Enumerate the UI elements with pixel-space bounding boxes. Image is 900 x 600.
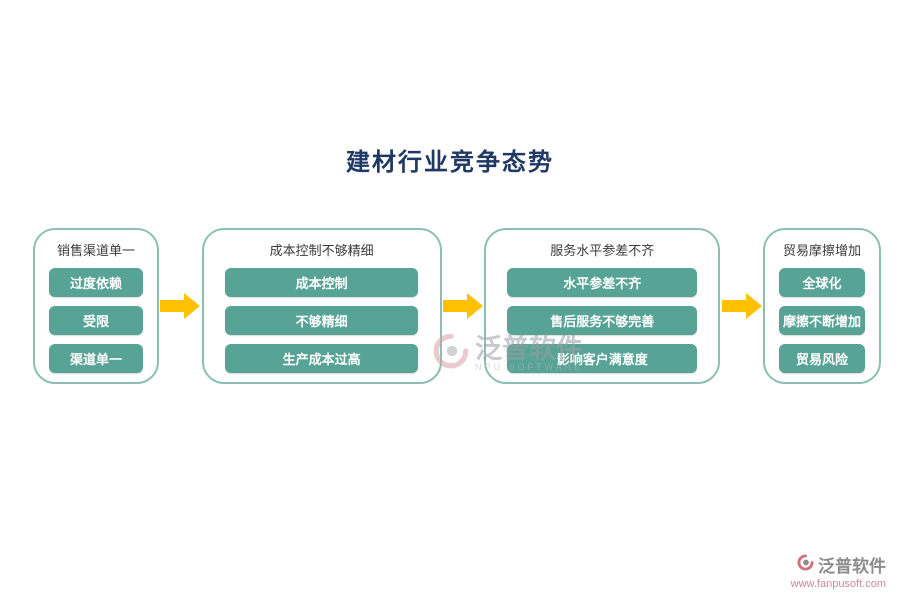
stage-item: 过度依赖 [49,268,143,297]
stage-box-header: 成本控制不够精细 [269,243,374,258]
stage-box-service-level: 服务水平参差不齐 水平参差不齐 售后服务不够完善 影响客户满意度 [484,228,721,384]
watermark-footer: 泛普软件 www.fanpusoft.com [791,552,886,590]
stage-item: 不够精细 [224,306,419,335]
stage-box-trade-friction: 贸易摩擦增加 全球化 摩擦不断增加 贸易风险 [762,228,881,384]
arrow-right-icon [160,291,200,321]
footer-brand: 泛普软件 [818,557,886,576]
stage-item: 摩擦不断增加 [778,306,866,335]
stage-item: 成本控制 [224,268,419,297]
stage-item: 受限 [49,306,143,335]
stage-item: 生产成本过高 [224,344,419,373]
arrow-right-icon [722,291,762,321]
arrow-right-icon [443,291,483,321]
stage-box-header: 贸易摩擦增加 [782,243,861,258]
stage-item: 水平参差不齐 [507,268,698,297]
flow-diagram: 销售渠道单一 过度依赖 受限 渠道单一 成本控制不够精细 成本控制 不够精细 生… [33,228,881,384]
stage-item: 渠道单一 [49,344,143,373]
stage-box-header: 服务水平参差不齐 [550,243,655,258]
stage-box-sales-channel: 销售渠道单一 过度依赖 受限 渠道单一 [33,228,159,384]
fanpu-logo-icon [797,553,814,576]
footer-url: www.fanpusoft.com [790,578,886,590]
stage-item: 贸易风险 [778,344,866,373]
stage-box-header: 销售渠道单一 [56,243,135,258]
stage-box-cost-control: 成本控制不够精细 成本控制 不够精细 生产成本过高 [201,228,442,384]
stage-item: 影响客户满意度 [507,344,698,373]
page-title: 建材行业竞争态势 [346,150,554,176]
stage-item: 售后服务不够完善 [507,306,698,335]
stage-item: 全球化 [778,268,866,297]
